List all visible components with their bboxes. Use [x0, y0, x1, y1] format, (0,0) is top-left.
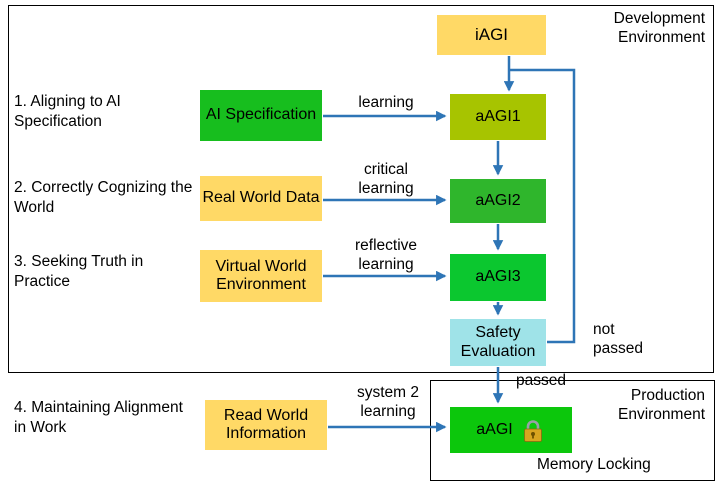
node-aagi2: aAGI2	[450, 179, 546, 223]
edge-label-reflective-learning: reflective learning	[354, 237, 418, 274]
edge-label-passed: passed	[516, 372, 566, 389]
edge-label-system2-learning: system 2 learning	[356, 384, 419, 421]
step-label-2: 2. Correctly Cognizing the World	[14, 179, 193, 217]
node-aagi1: aAGI1	[450, 94, 546, 140]
node-iagi: iAGI	[437, 15, 546, 55]
memory-locking-label: Memory Locking	[537, 456, 651, 473]
step-label-4: 4. Maintaining Alignment in Work	[14, 399, 183, 437]
development-environment-label: Development Environment	[613, 10, 705, 47]
node-aagi-production: aAGI	[450, 407, 572, 453]
node-aagi3: aAGI3	[450, 254, 546, 301]
node-read-world-information: Read World Information	[205, 400, 327, 450]
step-label-1: 1. Aligning to AI Specification	[14, 93, 121, 131]
node-ai-specification: AI Specification	[200, 90, 322, 141]
node-safety-evaluation: Safety Evaluation	[450, 319, 546, 366]
development-environment-box	[8, 5, 714, 373]
aagi-production-label: aAGI	[476, 420, 513, 438]
edge-label-not-passed: not passed	[593, 321, 643, 358]
step-label-3: 3. Seeking Truth in Practice	[14, 253, 144, 291]
node-real-world-data: Real World Data	[200, 176, 322, 221]
lock-icon	[523, 420, 542, 442]
node-virtual-world-environment: Virtual World Environment	[200, 250, 322, 302]
edge-label-learning: learning	[358, 94, 414, 111]
edge-label-critical-learning: critical learning	[358, 161, 414, 198]
production-environment-box	[430, 380, 715, 481]
production-environment-label: Production Environment	[617, 387, 705, 424]
